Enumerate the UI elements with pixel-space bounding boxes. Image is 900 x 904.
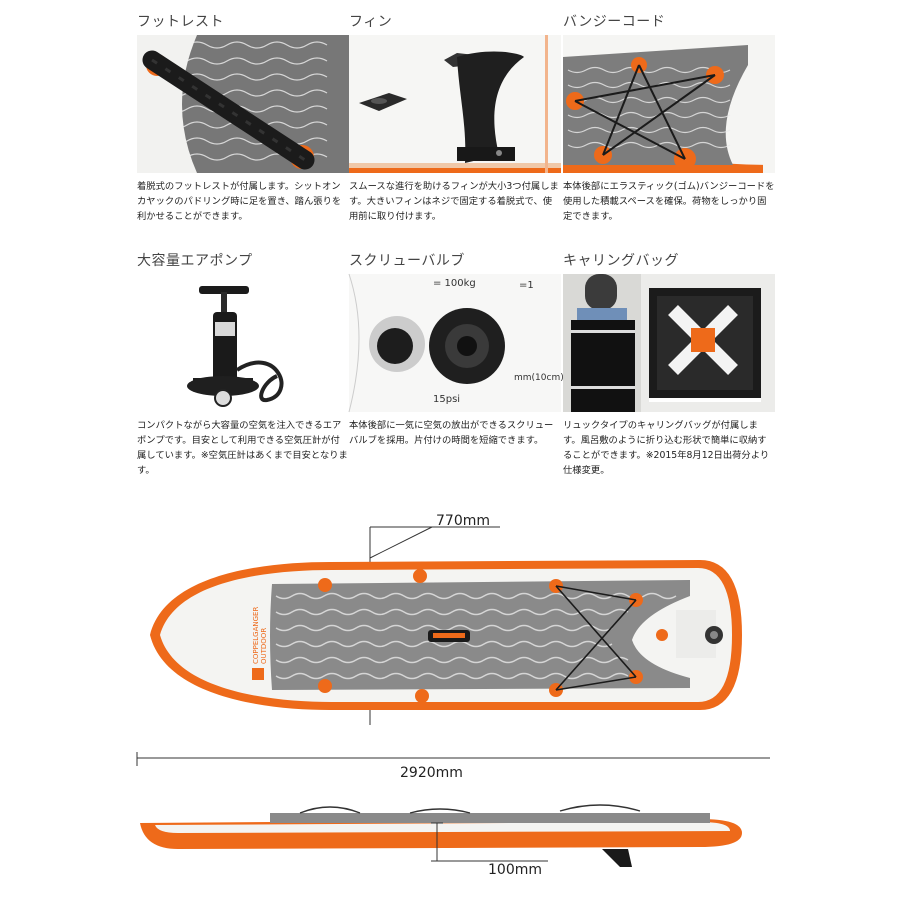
fin-photo xyxy=(349,35,561,173)
board-side-view xyxy=(0,795,900,900)
length-dimension-label: 2920mm xyxy=(400,765,463,781)
feature-title: スクリューバルブ xyxy=(349,253,465,269)
brand-logo-line2: OUTDOOR xyxy=(260,628,268,664)
feature-title: フィン xyxy=(349,14,393,30)
width-dimension-label: 770mm xyxy=(436,513,490,529)
air-pump-photo xyxy=(137,274,349,412)
feature-description: コンパクトながら大容量の空気を注入できるエアポンプです。目安として利用できる空気… xyxy=(137,420,348,476)
board-top-view: COPPELGANGER OUTDOOR xyxy=(0,500,900,790)
bungee-cord-photo xyxy=(563,35,775,173)
feature-description: リュックタイプのキャリングバッグが付属します。風呂敷のように折り込む形状で簡単に… xyxy=(563,420,770,476)
feature-card-screw-valve: スクリューバルブ = 100kg =1 15psi mm(10cm) 本体後部に… xyxy=(348,252,564,448)
footrest-photo xyxy=(137,35,349,173)
feature-title: バンジーコード xyxy=(563,14,666,30)
feature-title: キャリングバッグ xyxy=(563,253,679,269)
carrying-bag-photo xyxy=(563,274,775,412)
feature-card-carrying-bag: キャリングバッグ リュックタイプのキャリングバッグが付属します。風呂敷のように折… xyxy=(563,252,777,478)
feature-card-footrest: フットレスト 着脱式のフットレストが付属します。シットオンカヤックのパドリング時… xyxy=(137,13,351,224)
feature-title: フットレスト xyxy=(137,14,224,30)
brand-logo-line1: COPPELGANGER xyxy=(252,607,260,664)
photo-label-size: mm(10cm) xyxy=(514,373,564,383)
feature-card-bungee-cord: バンジーコード xyxy=(563,13,777,224)
feature-description: 本体後部に一気に空気の放出ができるスクリューバルブを採用。片付けの時間を短縮でき… xyxy=(349,420,554,446)
screw-valve-photo: = 100kg =1 15psi mm(10cm) xyxy=(348,273,564,413)
feature-description: 着脱式のフットレストが付属します。シットオンカヤックのパドリング時に足を置き、踏… xyxy=(137,181,342,222)
feature-description: 本体後部にエラスティック(ゴム)バンジーコードを使用した積載スペースを確保。荷物… xyxy=(563,181,775,222)
photo-label-pressure: 15psi xyxy=(433,394,460,405)
feature-title: 大容量エアポンプ xyxy=(137,253,253,269)
thickness-dimension-label: 100mm xyxy=(488,862,542,878)
photo-label-weight: = 100kg xyxy=(433,278,476,289)
feature-card-fin: フィン スムースな進行を助けるフィンが大小3つ付属します。大きいフィンはネジで固… xyxy=(349,13,563,224)
photo-label-person: =1 xyxy=(519,280,534,291)
feature-description: スムースな進行を助けるフィンが大小3つ付属します。大きいフィンはネジで固定する着… xyxy=(349,181,559,222)
feature-card-air-pump: 大容量エアポンプ コンパクトながら大容量の空気を注入できるエアポンプです。目安と… xyxy=(137,252,351,478)
